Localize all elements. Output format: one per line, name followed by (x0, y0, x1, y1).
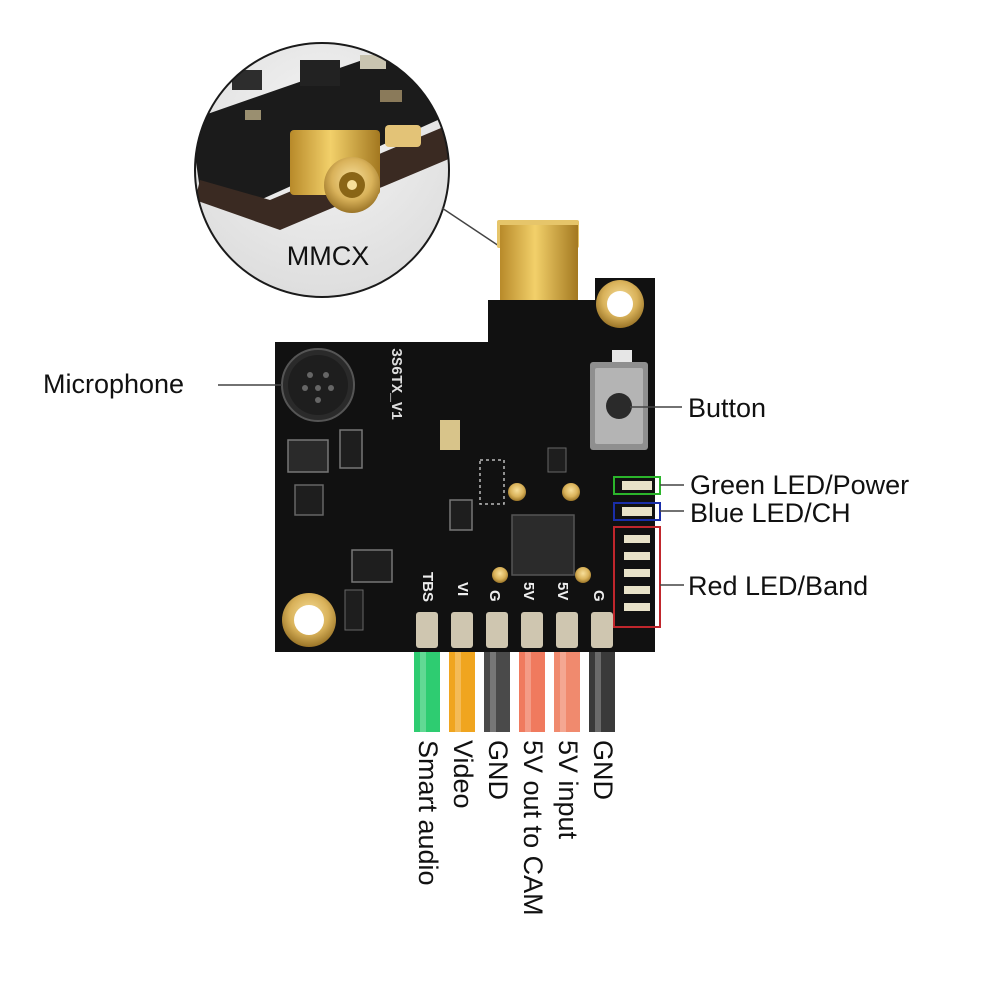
pin-label: 5V (554, 582, 571, 600)
wire-highlight (525, 652, 531, 732)
vtx-chip (511, 514, 575, 576)
wire (414, 652, 440, 732)
pin-labels: TBS VI G 5V 5V G (419, 572, 607, 602)
wire-bundle (414, 612, 615, 732)
pin-label: 5V (520, 582, 537, 600)
pin-label: G (590, 590, 607, 602)
wire-label: Smart audio (413, 740, 443, 886)
board-silkscreen-title: 3S6TX_V1 (387, 348, 404, 420)
wire-highlight (490, 652, 496, 732)
blue-led-label: Blue LED/CH (690, 498, 851, 528)
wire (554, 652, 580, 732)
mmcx-leader-line (441, 207, 506, 251)
wire (589, 652, 615, 732)
wire-highlight (595, 652, 601, 732)
wire (519, 652, 545, 732)
microphone-label: Microphone (43, 369, 185, 399)
wire (449, 652, 475, 732)
green-led-label: Green LED/Power (690, 470, 910, 500)
wire-label: 5V input (553, 740, 583, 840)
red-led-box (613, 526, 661, 628)
wire-highlight (560, 652, 566, 732)
wire (484, 652, 510, 732)
solder-pad (591, 612, 613, 648)
red-led-label: Red LED/Band (688, 571, 869, 601)
wire-label: GND (483, 740, 513, 800)
solder-pad (416, 612, 438, 648)
mmcx-inset (194, 42, 450, 298)
button-label: Button (688, 393, 767, 423)
pin-label: VI (454, 582, 471, 596)
pin-label: G (486, 590, 503, 602)
wire-label: Video (448, 740, 478, 809)
pin-label: TBS (419, 572, 436, 602)
microphone-component (281, 348, 355, 422)
mmcx-label: MMCX (287, 241, 370, 271)
push-button-component (590, 350, 648, 450)
pcb-board: 3S6TX_V1 (275, 278, 661, 652)
wire-label: 5V out to CAM (518, 740, 548, 916)
solder-pad (556, 612, 578, 648)
wire-label: GND (588, 740, 618, 800)
wire-highlight (420, 652, 426, 732)
solder-pad (521, 612, 543, 648)
solder-pad (451, 612, 473, 648)
wire-highlight (455, 652, 461, 732)
solder-pad (486, 612, 508, 648)
